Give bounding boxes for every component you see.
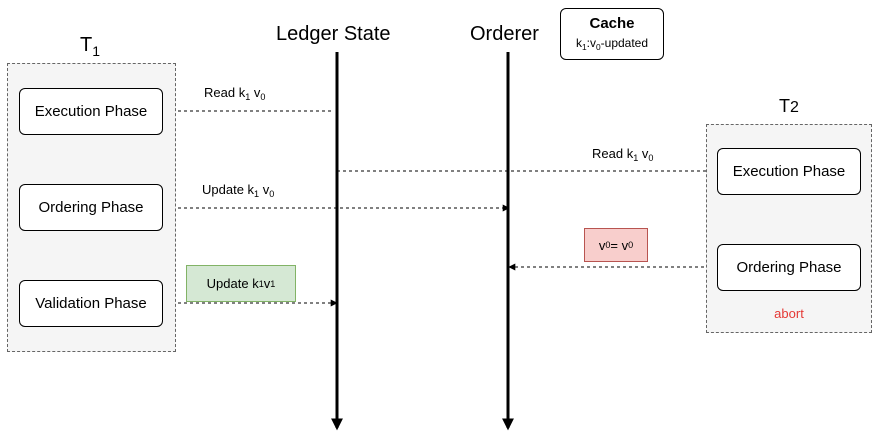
t1-validation-phase: Validation Phase [19, 280, 163, 327]
t1-execution-phase: Execution Phase [19, 88, 163, 135]
t1-ordering-phase: Ordering Phase [19, 184, 163, 231]
t1-title: T1 [80, 34, 101, 59]
t2-abort-status: abort [774, 306, 804, 321]
cache-box: Cache k1:v0-updated [560, 8, 664, 60]
cache-entry: k1:v0-updated [575, 36, 649, 52]
ledger-state-title: Ledger State [276, 23, 391, 45]
t2-execution-phase: Execution Phase [717, 148, 861, 195]
orderer-title: Orderer [470, 23, 539, 45]
cache-title: Cache [589, 15, 635, 32]
read-t2-label: Read k1 v0 [592, 146, 654, 164]
t2-ordering-phase: Ordering Phase [717, 244, 861, 291]
t2-title: T2 [779, 96, 799, 116]
read-t1-label: Read k1 v0 [204, 85, 266, 103]
update-t1-label: Update k1 v0 [202, 182, 275, 200]
